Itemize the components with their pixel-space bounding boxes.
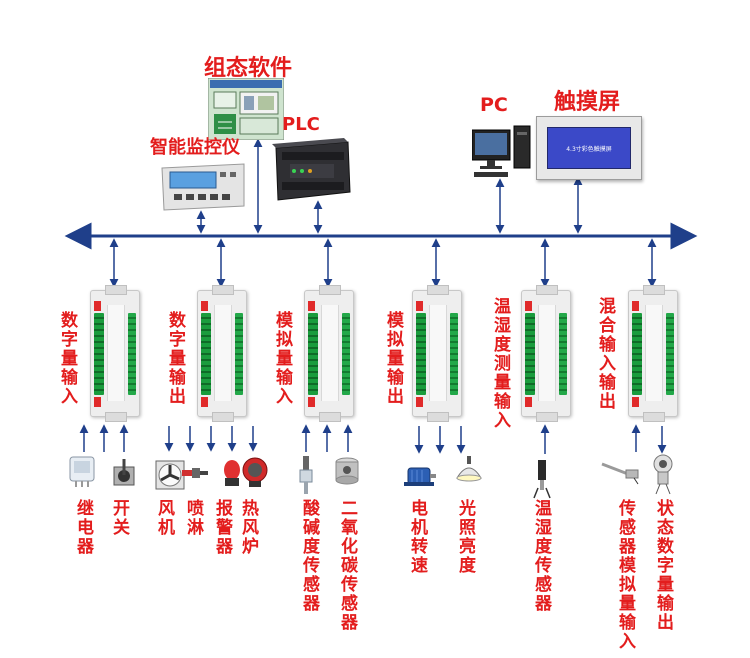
- relay-icon: [69, 456, 95, 487]
- pc-label: PC: [480, 94, 508, 116]
- status-output-icon: [653, 454, 673, 495]
- ph-sensor-icon: [299, 456, 313, 494]
- device-label-hot-air-furnace: 热风炉: [242, 499, 259, 557]
- io-module-2: [197, 285, 247, 422]
- device-label-fan: 风机: [158, 499, 175, 538]
- device-label-co2-sensor: 二氧化碳传感器: [341, 499, 358, 633]
- io-module-6: [628, 285, 678, 422]
- switch-icon: [113, 459, 135, 486]
- module-label-digital-input: 数字量输入: [61, 311, 78, 407]
- device-label-alarm: 报警器: [216, 499, 233, 557]
- touch-screen-label: 触摸屏: [554, 90, 621, 115]
- plc-icon: [272, 138, 351, 201]
- monitor-label: 智能监控仪: [150, 137, 240, 158]
- hot-air-furnace-icon: [242, 457, 268, 487]
- module-label-analog-output: 模拟量输出: [387, 311, 404, 407]
- alarm-icon: [224, 460, 240, 486]
- module-label-digital-output: 数字量输出: [169, 311, 186, 407]
- pc-icon: [472, 125, 531, 177]
- smart-monitor-icon: [161, 163, 245, 211]
- device-label-switch: 开关: [113, 499, 130, 538]
- device-label-ph-sensor: 酸碱度传感器: [303, 499, 320, 614]
- device-label-analog-sensor-input: 传感器模拟量输入: [619, 499, 636, 652]
- scada-label: 组态软件: [204, 56, 293, 81]
- touch-screen-icon: 4.3寸彩色触摸屏: [536, 116, 642, 180]
- device-label-motor-speed: 电机转速: [411, 499, 428, 576]
- temp-humidity-sensor-icon: [533, 460, 551, 499]
- scada-screen-icon: [208, 78, 284, 140]
- plc-label: PLC: [282, 114, 320, 135]
- touch-screen-display-text: 4.3寸彩色触摸屏: [566, 146, 612, 153]
- analog-sensor-icon: [601, 462, 639, 485]
- io-module-5: [521, 285, 571, 422]
- device-label-spray: 喷淋: [187, 499, 204, 538]
- spray-icon: [182, 468, 208, 478]
- device-label-relay: 继电器: [77, 499, 94, 557]
- co2-sensor-icon: [335, 457, 359, 485]
- device-label-temp-humidity-sensor: 温湿度传感器: [535, 499, 552, 614]
- module-label-temp-humidity-input: 温湿度测量输入: [494, 297, 511, 431]
- io-module-1: [90, 285, 140, 422]
- io-module-3: [304, 285, 354, 422]
- module-label-analog-input: 模拟量输入: [276, 311, 293, 407]
- device-label-light-brightness: 光照亮度: [459, 499, 476, 576]
- io-module-4: [412, 285, 462, 422]
- touch-screen-display: 4.3寸彩色触摸屏: [547, 127, 631, 169]
- light-sensor-icon: [456, 456, 482, 482]
- device-label-status-digital-output: 状态数字量输出: [657, 499, 674, 633]
- module-label-mixed-io: 混合输入输出: [599, 297, 616, 412]
- motor-icon: [404, 467, 436, 486]
